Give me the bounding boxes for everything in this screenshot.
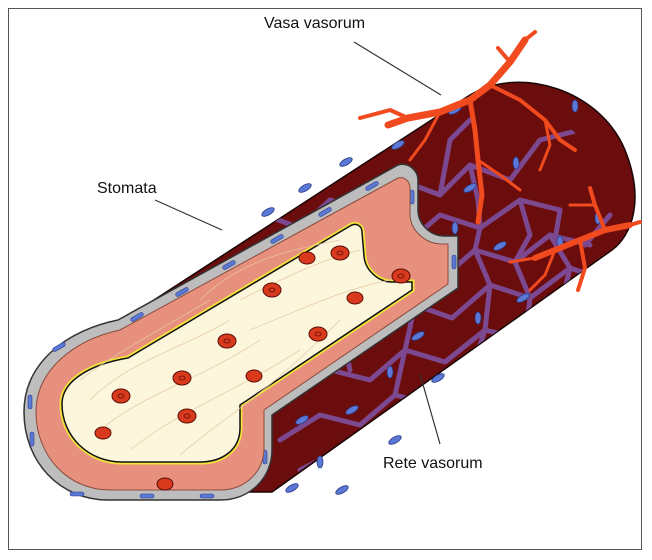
stomata-leader: [155, 200, 222, 230]
label-vasa-vasorum: Vasa vasorum: [264, 15, 365, 33]
label-stomata: Stomata: [97, 180, 157, 198]
label-rete-vasorum: Rete vasorum: [383, 455, 483, 473]
rete-vasorum-leader: [420, 374, 440, 444]
vasa-vasorum-leader: [354, 42, 441, 95]
